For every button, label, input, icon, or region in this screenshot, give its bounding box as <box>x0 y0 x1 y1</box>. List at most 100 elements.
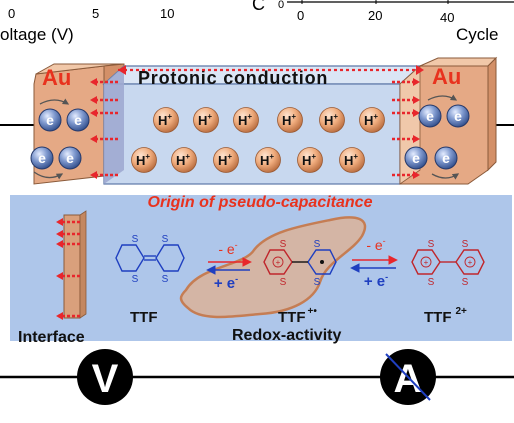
ttf-dication-molecule: + + S S S S <box>411 239 485 288</box>
protonic-conduction-label: Protonic conduction <box>138 68 328 88</box>
device: Au Au Protonic conduction e <box>0 56 514 185</box>
interface-arrow <box>56 240 80 248</box>
interface-arrow <box>90 96 118 104</box>
reduction-label: + e- <box>214 274 238 292</box>
proton: H+ <box>153 107 179 133</box>
interface-arrow <box>90 171 118 179</box>
svg-text:e: e <box>66 150 74 166</box>
proton: H+ <box>233 107 259 133</box>
svg-text:H+: H+ <box>282 112 296 128</box>
interface-arrow <box>56 272 80 280</box>
tick-label-20: 20 <box>368 8 382 23</box>
electron: e <box>418 104 442 128</box>
interface-arrow <box>90 135 118 143</box>
electron: e <box>66 108 90 132</box>
interface-arrow <box>56 312 80 320</box>
electron: e <box>30 146 54 170</box>
svg-text:S: S <box>132 274 139 285</box>
svg-text:e: e <box>426 108 434 124</box>
protons: H+ H+ H+ H+ H+ H+ H+ H+ H+ H+ H+ H+ <box>131 107 385 173</box>
interface-arrow <box>56 230 80 238</box>
tick-label-0: 0 <box>297 8 304 23</box>
conduction-arrow-head-left <box>118 65 126 75</box>
panel-interface-arrows <box>56 218 80 320</box>
interface-arrow <box>56 218 80 226</box>
proton: H+ <box>359 107 385 133</box>
electrons-right: e e e e <box>404 94 470 180</box>
top-left-axis: 0 5 10 oltage (V) <box>0 6 174 44</box>
svg-text:H+: H+ <box>260 152 274 168</box>
svg-text:H+: H+ <box>344 152 358 168</box>
redox-step-1: - e- + e- <box>206 240 252 292</box>
svg-text:S: S <box>314 277 321 288</box>
electron: e <box>404 146 428 170</box>
tick-label-0: 0 <box>8 6 15 21</box>
svg-text:e: e <box>74 112 82 128</box>
interface-arrows-left <box>90 78 118 179</box>
svg-text:+: + <box>424 258 429 267</box>
svg-text:S: S <box>462 239 469 250</box>
au-label-left: Au <box>42 65 71 90</box>
proton: H+ <box>193 107 219 133</box>
au-label-right: Au <box>432 64 461 89</box>
svg-text:S: S <box>162 274 169 285</box>
svg-text:e: e <box>38 150 46 166</box>
interface-arrow <box>90 109 118 117</box>
electron-motion-arrow <box>427 94 458 101</box>
svg-text:S: S <box>280 239 287 250</box>
proton: H+ <box>255 147 281 173</box>
proton: H+ <box>339 147 365 173</box>
axis-label-voltage: oltage (V) <box>0 25 74 44</box>
interface-arrow <box>392 96 420 104</box>
svg-text:S: S <box>428 239 435 250</box>
mechanism-panel: Origin of pseudo-capacitance S S S S - e… <box>10 194 512 346</box>
electron-motion-arrow <box>33 171 64 180</box>
svg-text:e: e <box>412 150 420 166</box>
interface-slab-side <box>79 210 87 319</box>
electron: e <box>446 104 470 128</box>
right-electrode-side <box>487 56 497 172</box>
interface-label: Interface <box>18 329 85 346</box>
conduction-arrow-head-right <box>416 65 424 75</box>
svg-text:+: + <box>468 258 473 267</box>
interface-arrow <box>90 78 118 86</box>
channel-left-face <box>104 66 124 184</box>
svg-text:e: e <box>46 112 54 128</box>
ttf-radical-molecule: + S S S S <box>263 239 337 288</box>
svg-text:+: + <box>276 258 281 267</box>
svg-text:H+: H+ <box>136 152 150 168</box>
electron: e <box>38 108 62 132</box>
interface-arrow <box>392 135 420 143</box>
svg-text:S: S <box>280 277 287 288</box>
svg-text:S: S <box>132 234 139 245</box>
tick-label-5: 5 <box>92 6 99 21</box>
svg-text:S: S <box>462 277 469 288</box>
proton: H+ <box>131 147 157 173</box>
svg-text:e: e <box>454 108 462 124</box>
electron-motion-arrow <box>39 98 70 105</box>
svg-text:H+: H+ <box>158 112 172 128</box>
redox-highlight <box>179 216 367 319</box>
electron: e <box>58 146 82 170</box>
reduction-label: + e- <box>364 272 388 290</box>
ttf-label: TTF <box>130 309 158 326</box>
ttf-molecule: S S S S <box>115 234 185 285</box>
tick-label-40: 40 <box>440 10 454 25</box>
electron: e <box>434 146 458 170</box>
tick-label-10: 10 <box>160 6 174 21</box>
circuit: V A <box>0 349 514 405</box>
electrons-left: e e e e <box>30 98 90 180</box>
svg-text:H+: H+ <box>364 112 378 128</box>
svg-text:H+: H+ <box>324 112 338 128</box>
svg-text:H+: H+ <box>218 152 232 168</box>
interface-arrow <box>392 109 420 117</box>
proton: H+ <box>297 147 323 173</box>
redox-activity-label: Redox-activity <box>232 327 341 344</box>
oxidation-label: - e- <box>218 240 237 257</box>
svg-text:H+: H+ <box>176 152 190 168</box>
ammeter-slash <box>385 353 431 401</box>
voltmeter-icon: V <box>77 349 133 405</box>
svg-text:S: S <box>162 234 169 245</box>
